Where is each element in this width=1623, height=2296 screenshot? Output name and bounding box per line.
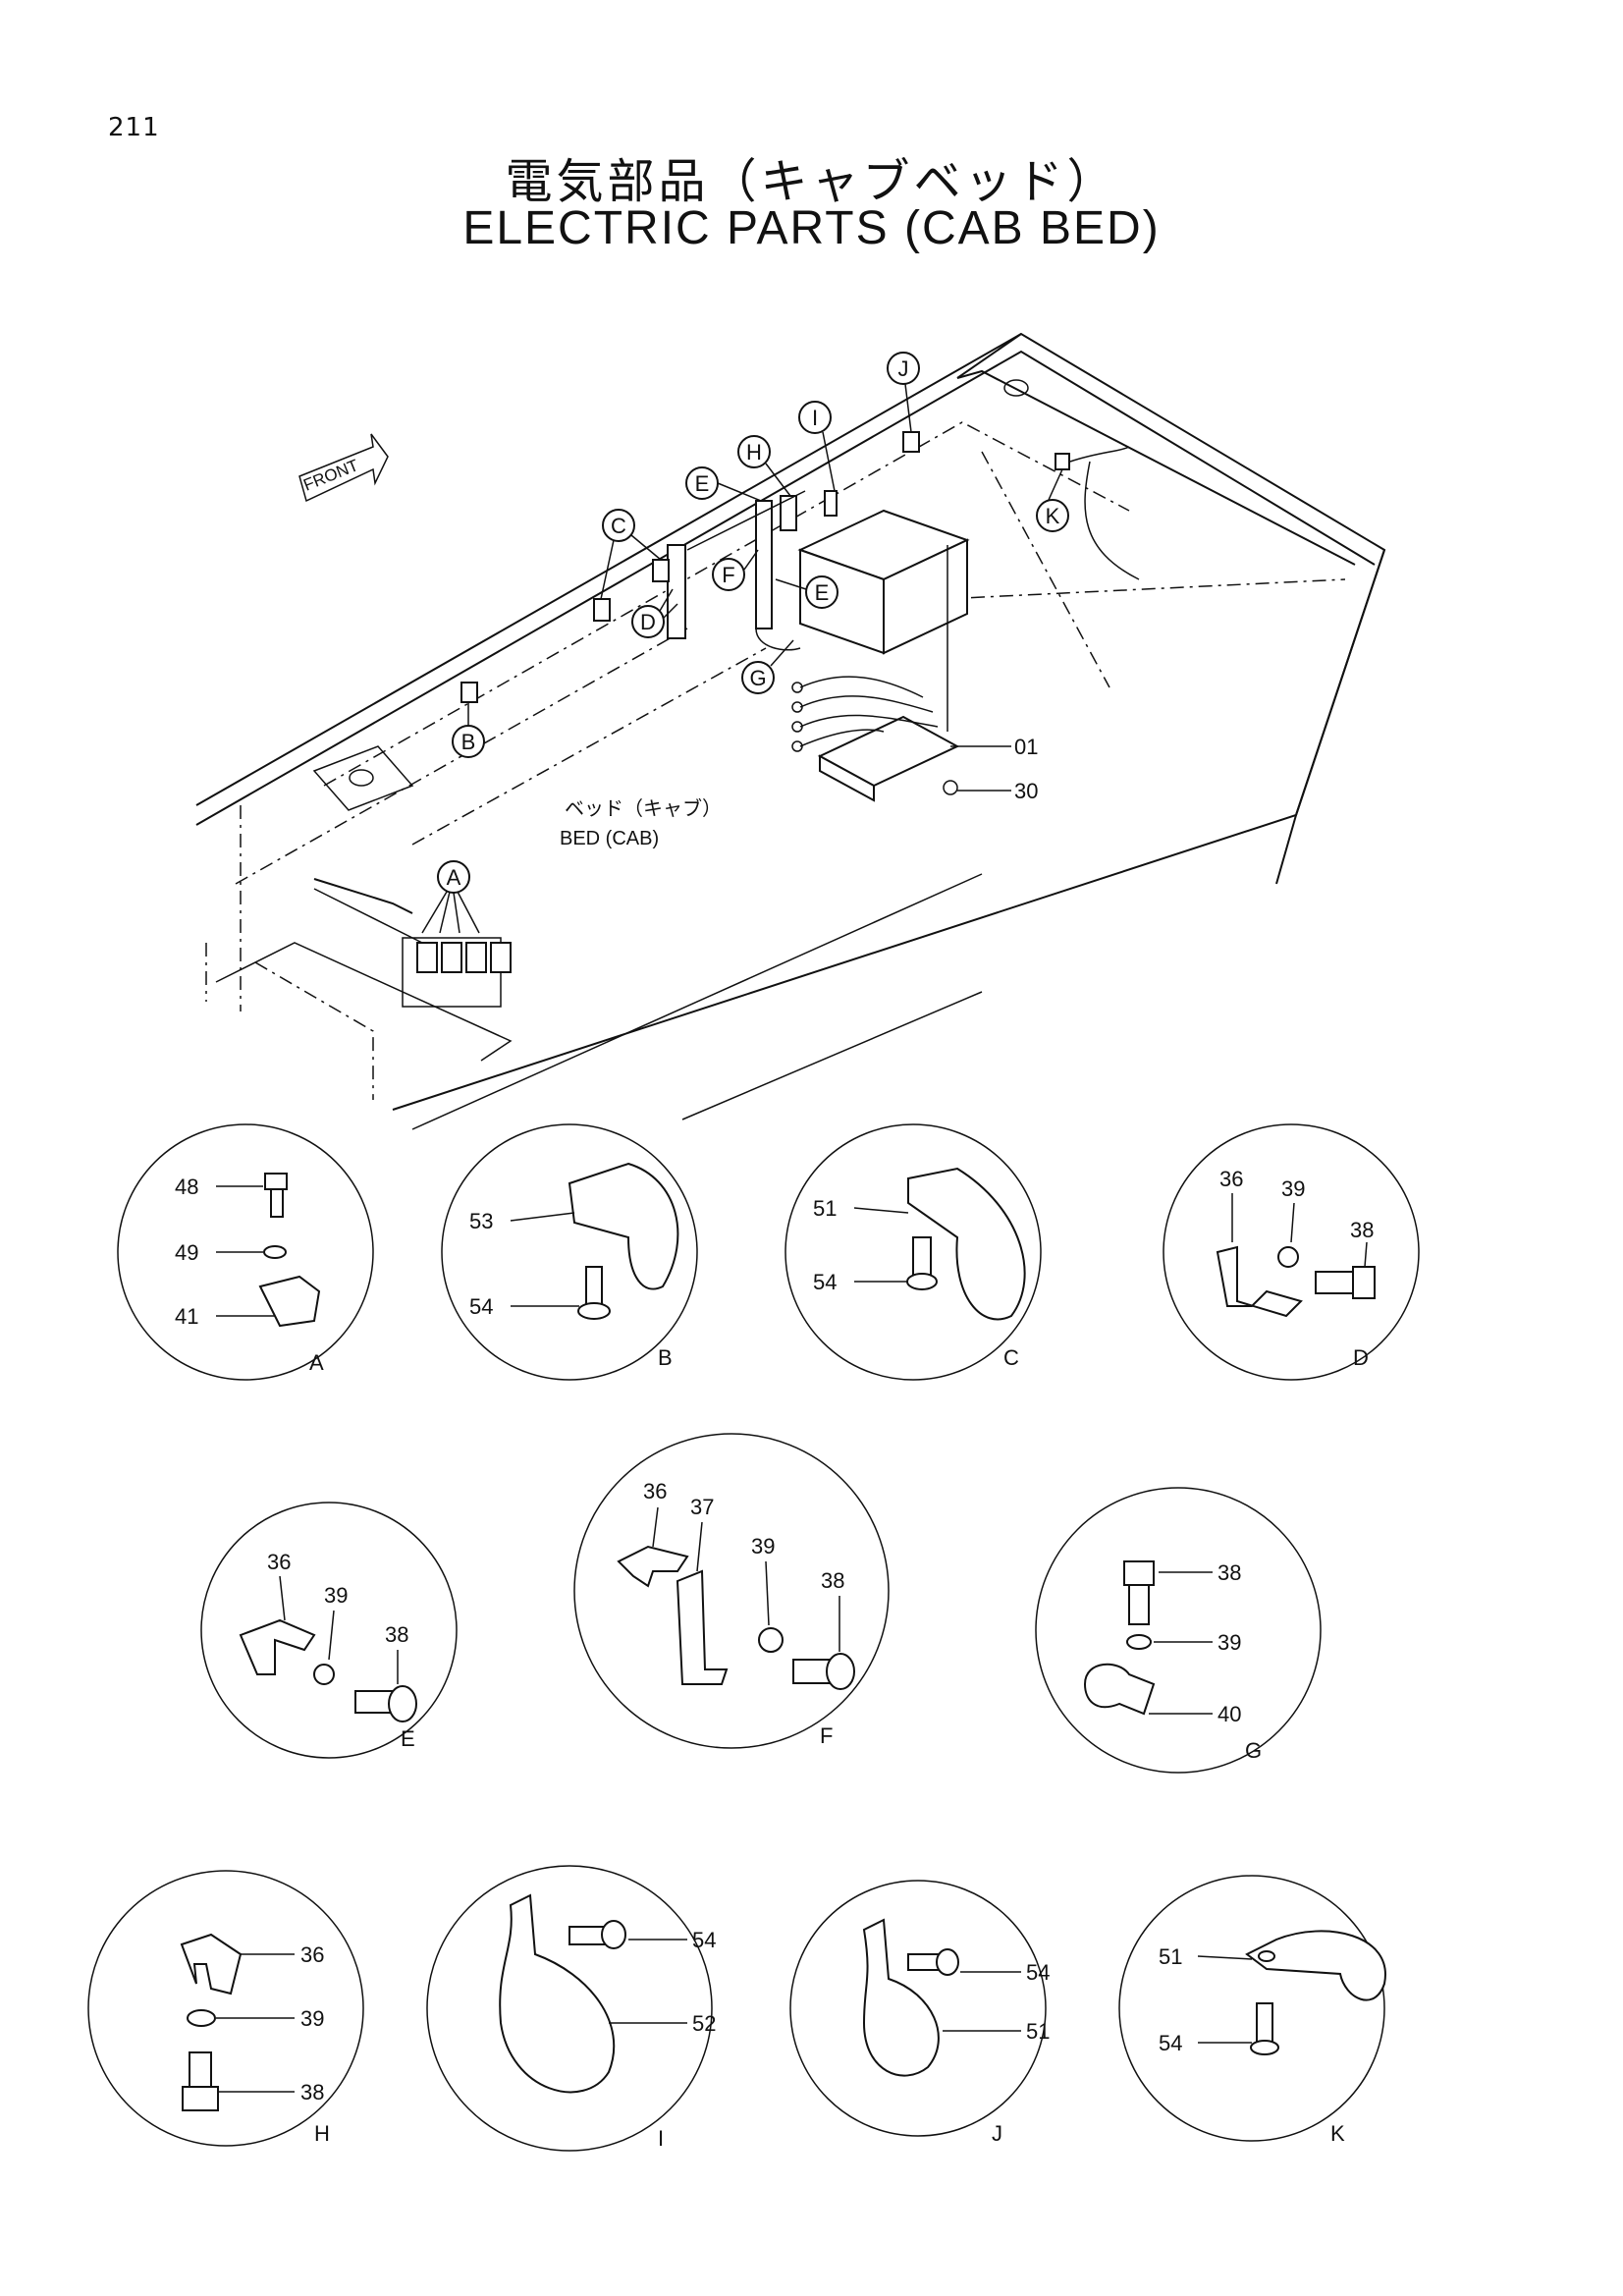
svg-text:54: 54 (1159, 2031, 1182, 2055)
detail-c: C 51 54 (784, 1123, 1042, 1381)
svg-text:39: 39 (300, 2006, 324, 2031)
svg-text:53: 53 (469, 1209, 493, 1233)
svg-text:F: F (722, 563, 734, 587)
svg-text:C: C (1003, 1345, 1019, 1370)
callout-A: A (421, 860, 480, 934)
detail-i: I 54 52 (426, 1865, 716, 2152)
detail-e: E 36 39 38 (200, 1502, 458, 1759)
callout-K: K (1036, 468, 1069, 532)
svg-text:A: A (309, 1350, 324, 1375)
svg-text:E: E (695, 471, 710, 496)
svg-text:D: D (640, 610, 656, 634)
svg-text:30: 30 (1014, 779, 1038, 803)
front-arrow: FRONT (298, 433, 389, 503)
cab-bed-frame (195, 332, 1386, 1130)
callout-D: D (631, 588, 678, 638)
detail-f: F 36 37 39 38 (573, 1433, 890, 1749)
detail-k: K 51 54 (1118, 1875, 1386, 2146)
svg-text:BED (CAB): BED (CAB) (560, 828, 659, 849)
detail-h: H 36 39 38 (87, 1870, 364, 2147)
svg-text:51: 51 (813, 1196, 837, 1221)
svg-text:39: 39 (324, 1583, 348, 1608)
callout-C: C (600, 509, 662, 600)
svg-text:C: C (611, 514, 626, 538)
svg-text:A: A (447, 865, 461, 890)
detail-b: B 53 54 (441, 1123, 698, 1381)
callout-E2: E (775, 575, 839, 609)
svg-text:F: F (820, 1723, 833, 1748)
detail-g: G 38 39 40 (1035, 1487, 1322, 1774)
bracket-cluster (460, 431, 1070, 703)
svg-text:54: 54 (692, 1928, 716, 1952)
svg-text:51: 51 (1159, 1944, 1182, 1969)
svg-text:36: 36 (267, 1550, 291, 1574)
svg-text:38: 38 (1350, 1218, 1374, 1242)
detail-a: A 48 49 41 (117, 1123, 374, 1381)
svg-text:48: 48 (175, 1175, 198, 1199)
svg-text:36: 36 (300, 1942, 324, 1967)
svg-text:38: 38 (821, 1568, 844, 1593)
svg-text:G: G (1245, 1738, 1262, 1763)
svg-text:54: 54 (1026, 1960, 1050, 1985)
svg-text:41: 41 (175, 1304, 198, 1329)
page-title-english: ELECTRIC PARTS (CAB BED) (462, 202, 1161, 254)
svg-text:E: E (401, 1726, 415, 1751)
main-part-numbers: 01 30 (950, 735, 1038, 803)
page-number: 211 (108, 113, 160, 142)
svg-text:I: I (658, 2126, 664, 2151)
svg-text:H: H (746, 440, 762, 465)
callout-B: B (452, 702, 485, 758)
svg-text:39: 39 (1281, 1176, 1305, 1201)
svg-text:51: 51 (1026, 2019, 1050, 2044)
svg-text:E: E (815, 580, 830, 605)
callout-H: H (737, 435, 791, 497)
svg-text:39: 39 (1217, 1630, 1241, 1655)
terminal-block-a (313, 878, 512, 973)
svg-text:ベッド（キャブ）: ベッド（キャブ） (565, 796, 722, 820)
svg-text:39: 39 (751, 1534, 775, 1558)
svg-text:D: D (1353, 1345, 1369, 1370)
detail-j: J 54 51 (789, 1880, 1050, 2146)
svg-text:49: 49 (175, 1240, 198, 1265)
control-box (797, 509, 970, 732)
svg-text:K: K (1330, 2121, 1345, 2146)
svg-text:38: 38 (1217, 1560, 1241, 1585)
callout-G: G (741, 639, 794, 694)
svg-text:B: B (461, 730, 476, 754)
callout-E1: E (685, 466, 762, 502)
svg-text:40: 40 (1217, 1702, 1241, 1726)
svg-text:52: 52 (692, 2011, 716, 2036)
svg-text:38: 38 (385, 1622, 408, 1647)
svg-text:36: 36 (1219, 1167, 1243, 1191)
svg-text:54: 54 (813, 1270, 837, 1294)
svg-text:36: 36 (643, 1479, 667, 1503)
relay-assembly (791, 676, 960, 802)
detail-d: D 36 39 38 (1163, 1123, 1420, 1381)
svg-text:G: G (749, 666, 766, 690)
callout-I: I (798, 401, 836, 492)
svg-text:I: I (812, 406, 818, 430)
svg-text:J: J (992, 2121, 1002, 2146)
svg-text:H: H (314, 2121, 330, 2146)
svg-text:38: 38 (300, 2080, 324, 2105)
svg-text:B: B (658, 1345, 673, 1370)
callout-F: F (712, 549, 759, 591)
page-title-japanese: 電気部品（キャブベッド） (505, 154, 1118, 209)
svg-text:37: 37 (690, 1495, 714, 1519)
bed-label: ベッド（キャブ） BED (CAB) (560, 796, 722, 849)
svg-text:J: J (898, 356, 909, 381)
main-callouts: A B C D E E F G H I J K (421, 352, 1069, 934)
svg-text:K: K (1046, 504, 1060, 528)
callout-J: J (887, 352, 920, 433)
svg-text:54: 54 (469, 1294, 493, 1319)
svg-text:01: 01 (1014, 735, 1038, 759)
